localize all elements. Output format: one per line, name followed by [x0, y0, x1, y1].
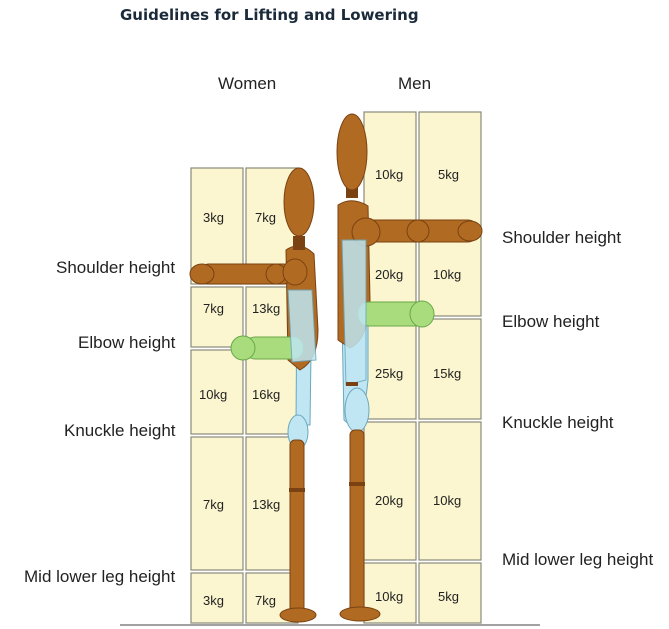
women-knuckle-to-leg-close-weight: 13kg: [252, 497, 280, 512]
men-elbow-to-knuckle-far-weight: 15kg: [433, 366, 461, 381]
men-above-shoulder-close-weight: 10kg: [375, 167, 403, 182]
men-below-leg-close-weight: 10kg: [375, 589, 403, 604]
men-knuckle-to-leg-far-weight: 10kg: [433, 493, 461, 508]
women-above-shoulder-far-weight: 3kg: [203, 210, 224, 225]
men-shoulder-to-elbow-far-weight: 10kg: [433, 267, 461, 282]
women-elbow-to-knuckle-far-weight: 10kg: [199, 387, 227, 402]
men-elbow-to-knuckle-close-weight: 25kg: [375, 366, 403, 381]
men-shoulder-to-elbow-close-weight: 20kg: [375, 267, 403, 282]
women-knuckle-to-leg-far-weight: 7kg: [203, 497, 224, 512]
men-below-leg-far-weight: 5kg: [438, 589, 459, 604]
men-knuckle-to-leg-close-weight: 20kg: [375, 493, 403, 508]
women-above-shoulder-close-weight: 7kg: [255, 210, 276, 225]
women-shoulder-to-elbow-far-weight: 7kg: [203, 301, 224, 316]
women-elbow-to-knuckle-close-weight: 16kg: [252, 387, 280, 402]
women-below-leg-close-weight: 7kg: [255, 593, 276, 608]
women-shoulder-to-elbow-close-weight: 13kg: [252, 301, 280, 316]
men-above-shoulder-far-weight: 5kg: [438, 167, 459, 182]
women-below-leg-far-weight: 3kg: [203, 593, 224, 608]
